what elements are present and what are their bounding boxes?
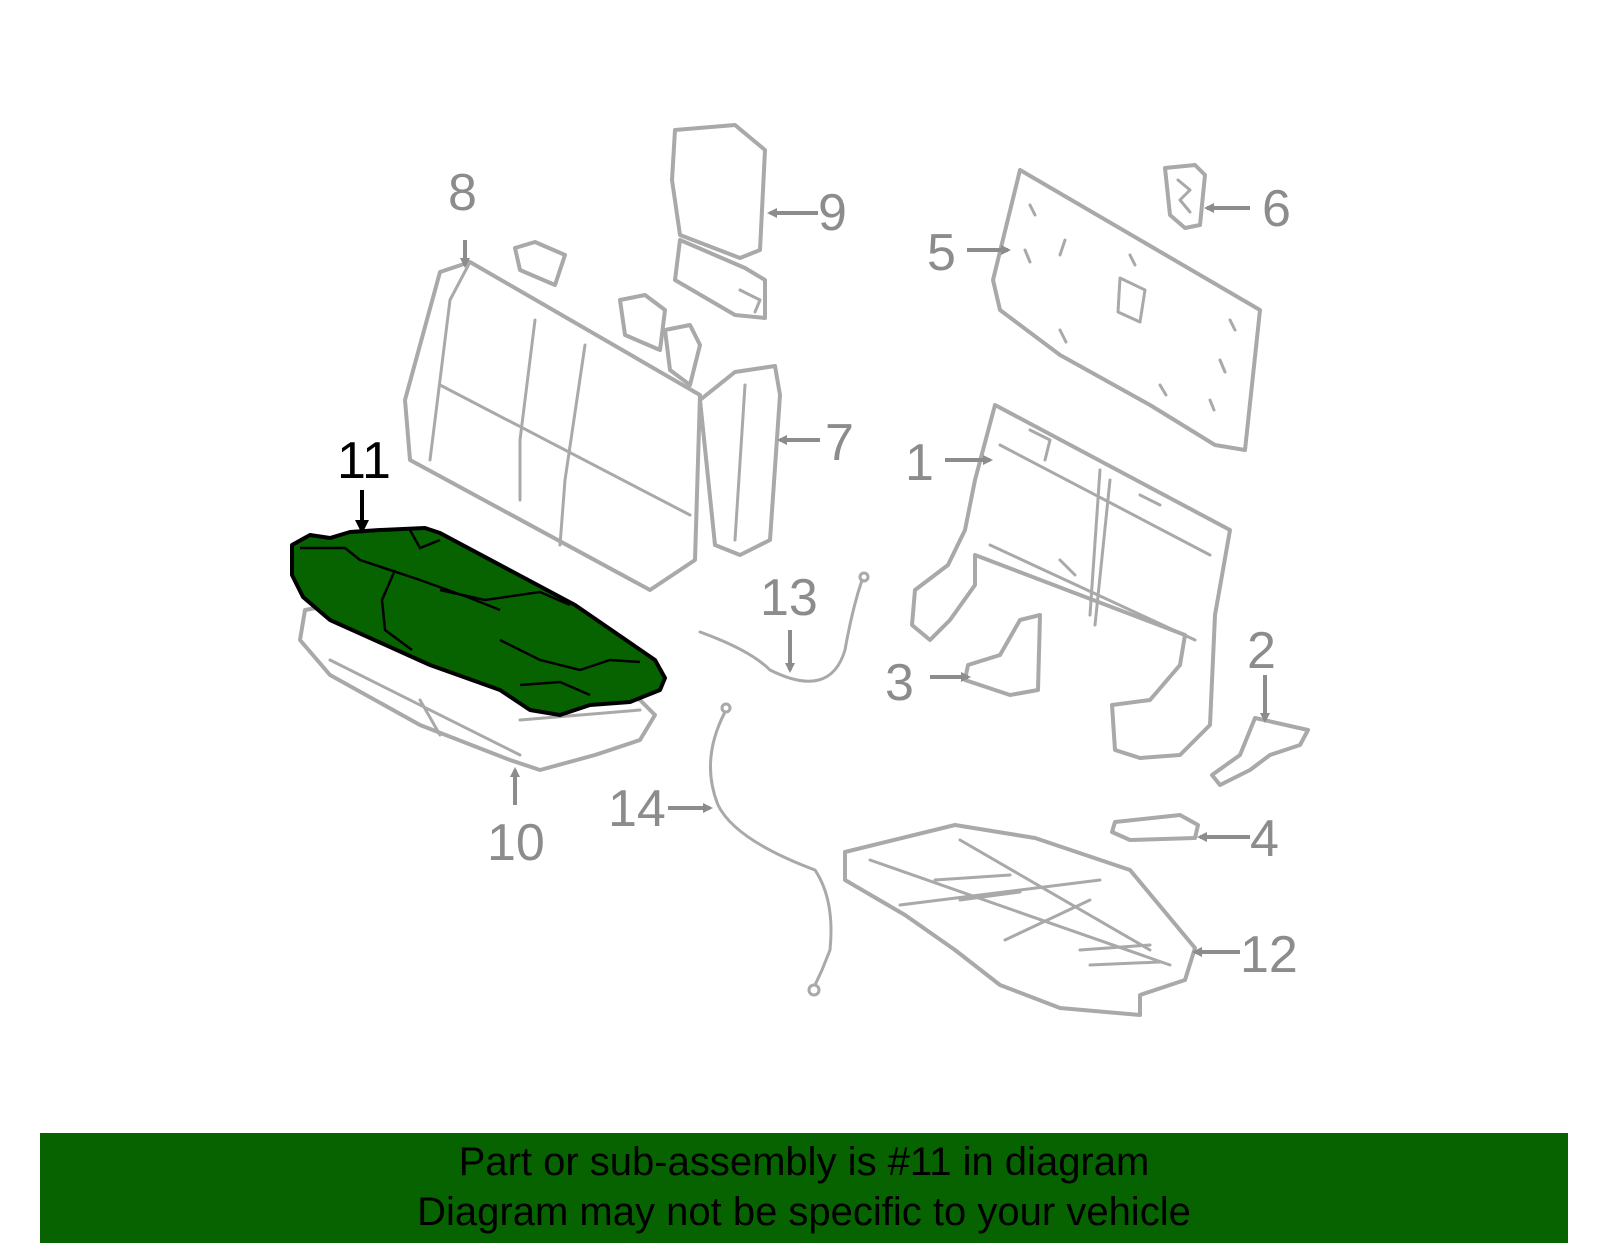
cover-part-4 (1110, 813, 1200, 842)
cable-part-14 (708, 702, 833, 997)
seat-cushion-pad-part-11 (290, 526, 667, 717)
callout-4: 4 (1250, 810, 1279, 868)
back-panel-part-5 (991, 168, 1262, 452)
bracket-part-6 (1163, 163, 1207, 230)
callout-labels: 1 2 3 4 5 6 7 8 9 10 11 12 13 14 (337, 164, 1298, 984)
callout-3: 3 (885, 654, 914, 712)
seat-back-part-8 (403, 240, 702, 592)
banner-line-disclaimer: Diagram may not be specific to your vehi… (417, 1190, 1191, 1234)
bracket-part-3 (963, 613, 1042, 697)
callout-5: 5 (927, 224, 956, 282)
callout-11-highlighted: 11 (337, 432, 391, 490)
callout-13: 13 (760, 569, 818, 627)
leader-lines (355, 203, 1270, 957)
callout-14: 14 (608, 780, 666, 838)
banner-line-part-number: Part or sub-assembly is #11 in diagram (458, 1140, 1150, 1184)
callout-7: 7 (825, 414, 854, 472)
cushion-frame-part-12 (843, 823, 1197, 1017)
side-back-part-7 (698, 364, 782, 557)
bracket-part-2 (1210, 716, 1310, 787)
headrest-part-9 (670, 123, 767, 320)
callout-6: 6 (1262, 180, 1291, 238)
callout-9: 9 (818, 184, 847, 242)
seat-frame-part-1 (910, 403, 1232, 760)
callout-8: 8 (448, 164, 477, 222)
callout-10: 10 (487, 814, 545, 872)
info-banner: Part or sub-assembly is #11 in diagram D… (40, 1133, 1568, 1243)
parts-diagram: 1 2 3 4 5 6 7 8 9 10 11 12 13 14 (290, 123, 1310, 1017)
callout-1: 1 (905, 434, 934, 492)
callout-12: 12 (1240, 926, 1298, 984)
cable-part-13 (698, 571, 870, 683)
callout-2: 2 (1247, 622, 1276, 680)
